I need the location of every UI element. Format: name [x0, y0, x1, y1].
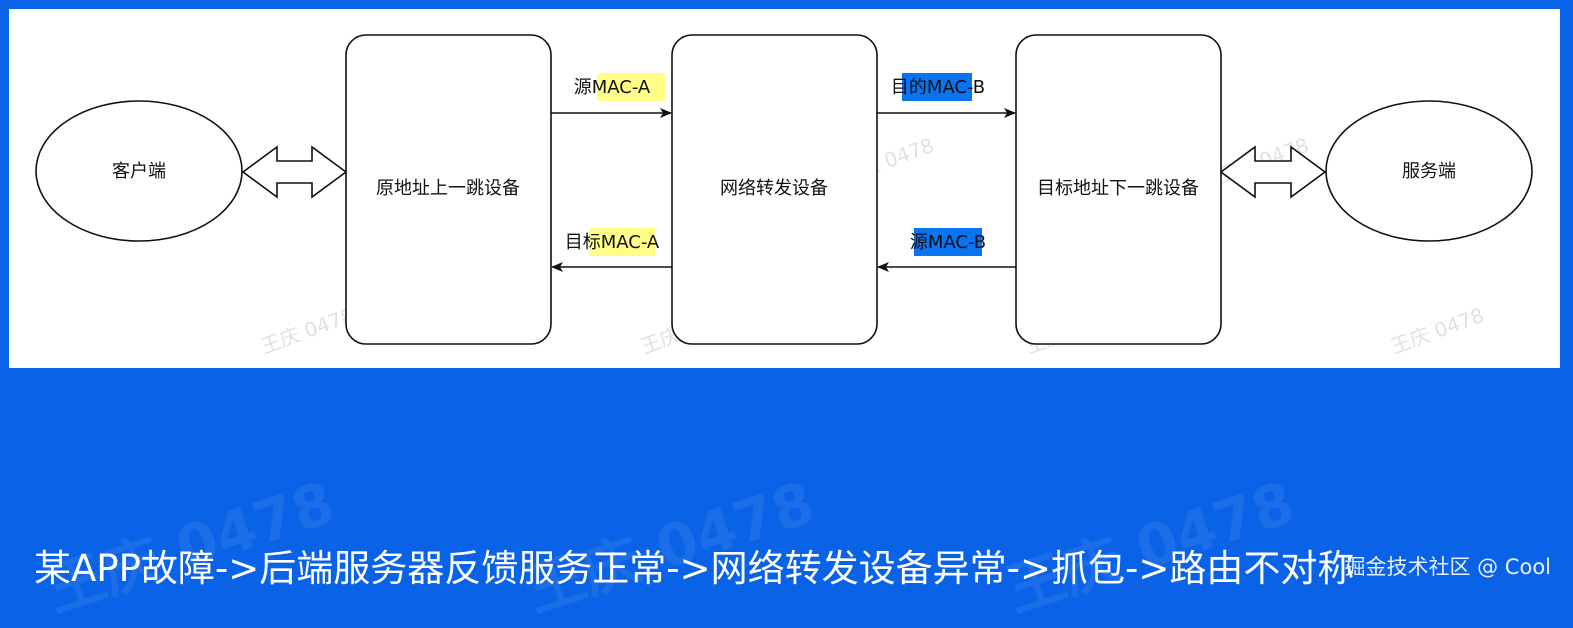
mac-a-highlight	[597, 73, 665, 101]
watermark-text: 王庆 0478	[258, 303, 358, 359]
dst-hop-device-label: 目标地址下一跳设备	[1037, 178, 1199, 199]
edge-label-target-mac-a: 目标MAC-A	[565, 232, 660, 253]
client-node	[35, 100, 243, 242]
edge-label-dst-mac-b: 目的MAC-B	[891, 77, 985, 98]
caption-text: 某APP故障->后端服务器反馈服务正常->网络转发设备异常->抓包->路由不对称	[34, 547, 1355, 590]
server-node	[1325, 100, 1533, 242]
mac-b-highlight	[902, 73, 972, 101]
credit-text: 掘金技术社区 @ Cool	[1344, 555, 1551, 579]
src-hop-device-node	[345, 34, 552, 345]
server-label: 服务端	[1402, 161, 1456, 182]
server-link-double-arrow	[1219, 145, 1327, 199]
edge-label-src-mac-a: 源MAC-A	[574, 77, 651, 98]
diagram-panel: 王庆 0478 王庆 0478 王庆 0478 王庆 0478 王庆 0478 …	[9, 9, 1560, 368]
watermark-text: 王庆 0478	[1388, 303, 1488, 359]
edge-label-src-mac-b: 源MAC-B	[910, 232, 986, 253]
mac-b-highlight	[914, 228, 982, 256]
forwarder-device-label: 网络转发设备	[720, 178, 828, 199]
network-diagram: 王庆 0478 王庆 0478 王庆 0478 王庆 0478 王庆 0478 …	[35, 34, 1533, 359]
src-hop-device-label: 原地址上一跳设备	[376, 178, 520, 199]
forwarder-device-node	[671, 34, 878, 345]
client-label: 客户端	[112, 161, 166, 182]
dst-hop-device-node	[1015, 34, 1222, 345]
mac-a-highlight	[589, 228, 655, 256]
client-link-double-arrow	[241, 145, 348, 199]
